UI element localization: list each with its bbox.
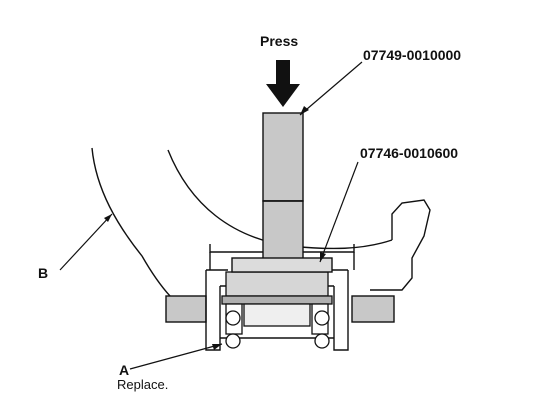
knuckle-outline (91, 147, 431, 297)
driver-handle-tool (262, 112, 304, 272)
tool-lower-part-number: 07746-0010600 (360, 145, 459, 161)
tool-upper-part-number: 07749-0010000 (363, 47, 462, 63)
hub-housing (165, 269, 395, 351)
leader-arrowheads (104, 106, 326, 350)
attachment-tool (231, 257, 333, 273)
part-b-label: B (38, 265, 49, 281)
press-arrow-icon (266, 60, 300, 107)
part-a-label: A (119, 362, 130, 378)
wheel-bearing (221, 271, 333, 349)
press-label: Press (260, 33, 299, 49)
leader-lines (59, 61, 363, 370)
part-a-note: Replace. (117, 377, 169, 392)
